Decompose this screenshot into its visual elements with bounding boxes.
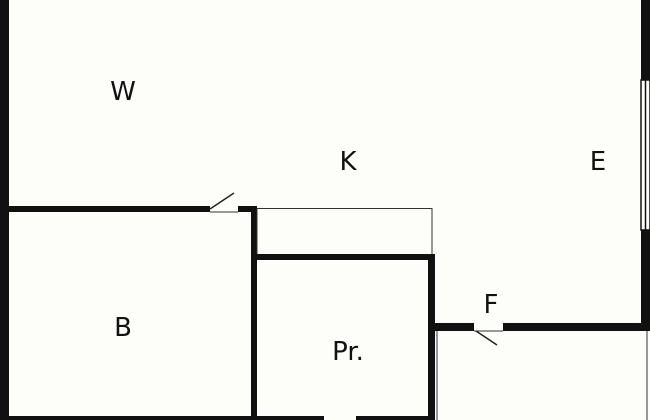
- wall-w-b-left: [9, 206, 210, 212]
- left-outer-wall: [0, 0, 9, 420]
- wall-b-pr: [251, 206, 257, 420]
- wall-pr-top: [251, 254, 434, 260]
- right-outer-wall-lower: [641, 230, 650, 331]
- wall-pr-right: [428, 254, 435, 420]
- room-label-k: K: [339, 147, 357, 177]
- wall-f-right: [503, 323, 650, 331]
- room-label-f: F: [484, 290, 499, 320]
- bottom-wall-pr-right: [356, 416, 428, 420]
- wall-w-b-right: [238, 206, 257, 212]
- bottom-wall-b: [9, 416, 251, 420]
- bottom-wall-pr-left: [257, 416, 324, 420]
- door-swing-b: [209, 192, 235, 210]
- door-swing-f: [475, 330, 498, 346]
- room-label-pr: Pr.: [332, 337, 364, 367]
- wall-f-left: [428, 323, 474, 331]
- right-outer-wall-upper: [641, 0, 650, 80]
- room-label-w: W: [110, 77, 136, 107]
- room-label-b: B: [114, 313, 132, 343]
- room-label-e: E: [590, 147, 606, 177]
